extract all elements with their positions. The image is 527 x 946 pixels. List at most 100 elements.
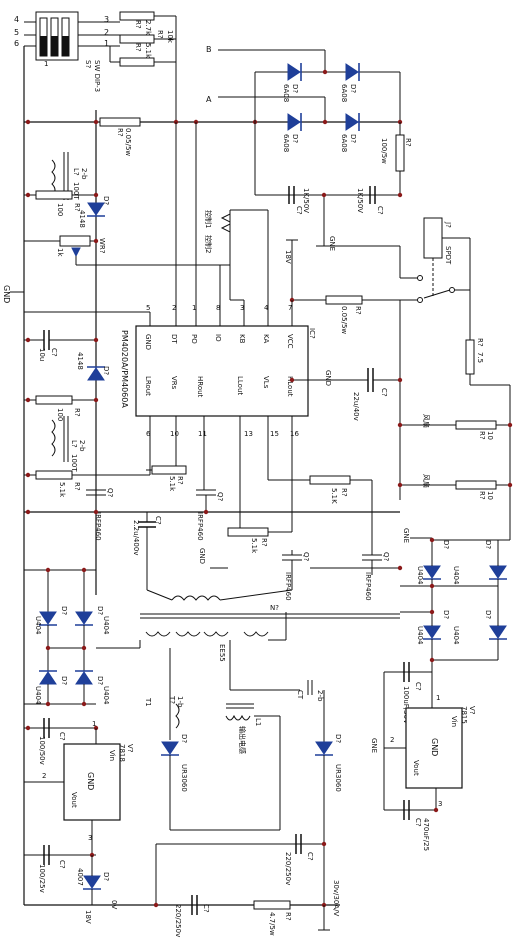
r-7-5-ref: R? <box>476 338 484 347</box>
q3-ref: Q? <box>302 552 310 562</box>
ct-right-tag: 2-b <box>316 690 324 702</box>
output-voltage-label: 30v/30A/V <box>332 880 340 916</box>
switch-pin-6: 6 <box>14 39 19 48</box>
t1-ref-b: T? <box>168 695 176 704</box>
reg-right-vout: Vout <box>412 760 420 776</box>
ic-pin-vrs: VRs <box>170 376 178 390</box>
reg-right-name: 7815 <box>460 706 468 724</box>
d-4007-ref: D? <box>102 872 110 881</box>
l-100t-b-ref: L? <box>70 440 78 448</box>
ic-pin-vls: VLs <box>262 376 270 389</box>
ic-pin-10-num: 10 <box>170 430 179 438</box>
bridge-d2-val: 6A08 <box>340 84 348 102</box>
cap-1k-2-val: 1K/50V <box>356 188 364 213</box>
fan-2-r-val: 10 <box>486 491 494 500</box>
r-005-b-ref: R? <box>354 306 362 315</box>
fan-1-r-val: 10 <box>486 431 494 440</box>
fan-1: 风扇 R? 10 <box>397 414 513 440</box>
t1-tag: 1-b <box>176 696 184 708</box>
regulator-7815: Vin GND Vout V? 7815 1 2 3 GNE <box>370 690 476 810</box>
ur3060-b-ref: D? <box>334 734 342 743</box>
r-005-val: 0.05/5w <box>124 128 132 156</box>
ic-pin-8-num: 8 <box>216 304 220 312</box>
aux-winding-top: L? 2-b 100T R? 100 D? 4148 <box>24 152 110 228</box>
dip-switch: 4 5 6 3 2 1 1 S? SW DIP-3 <box>14 11 120 92</box>
input-b: B <box>206 45 212 54</box>
r-100b-ref: R? <box>73 408 81 417</box>
d-4148b-val: 4148 <box>76 352 84 370</box>
res-top-1-ref: R? <box>134 20 142 29</box>
c-100-25v-ref: C? <box>58 860 66 869</box>
switch-ref: S? <box>84 60 92 68</box>
gnd-mid-label: GND <box>198 548 206 564</box>
ct-right: CT 2-b <box>296 680 325 742</box>
c-10u-ref: C? <box>50 348 58 357</box>
q4-ref: Q? <box>382 552 390 562</box>
r-5-1k-a-val: 5.1k <box>58 482 66 498</box>
ctrl-label-2: 控制2 <box>204 235 213 253</box>
ic-pin-16-num: 16 <box>290 430 299 438</box>
c-22u-ref: C? <box>380 388 388 397</box>
rectifier-right: GNE D? U404 D? U404 D? U404 D? U404 <box>400 528 510 690</box>
ic-pin-hlout: HLout <box>286 376 294 397</box>
l-100t-b-val: 100T <box>70 454 78 472</box>
u404-r4-val: U404 <box>452 626 460 645</box>
reg-right-p3: 3 <box>438 800 442 808</box>
u404-l2-val: U404 <box>102 616 110 635</box>
res-top-2-ref: R? <box>134 43 142 52</box>
ic-pin-vcc: VCC <box>286 334 294 349</box>
q1-ref: Q? <box>106 488 114 498</box>
ur3060-a-val: UR3060 <box>180 764 188 792</box>
fan-2-r-ref: R? <box>478 491 486 500</box>
reg-right-ref: V? <box>468 706 476 715</box>
res-top-3-val: 10k <box>166 30 174 44</box>
c-2-2u-val: 2.2u/400v <box>132 520 140 555</box>
bridge-d1-val: 6A08 <box>282 84 290 102</box>
u404-l1-ref: D? <box>60 606 68 615</box>
bridge-d3-val: 6A08 <box>282 134 290 152</box>
ic-pin-1-num: 1 <box>192 304 196 312</box>
l-top-tag: 2-b <box>80 168 88 180</box>
reg-right-vin: Vin <box>450 716 458 727</box>
c-220-b-val: 220/250v <box>174 904 182 937</box>
r-005-ref: R? <box>116 128 124 137</box>
rectifier-left: D? U404 D? U404 D? U404 D? U404 <box>24 567 141 707</box>
wr-ref: WR? <box>98 238 106 254</box>
ic-pin-po: PO <box>190 334 198 344</box>
switch-pin1-mark: 1 <box>44 60 48 68</box>
ic-ref: IC? <box>308 328 316 339</box>
gnd-left-label: GND <box>2 285 11 303</box>
zero-v-label: 0V <box>110 900 118 909</box>
c-220-a-ref: C? <box>306 852 314 861</box>
r-4-7-val: 4.7/5w <box>268 912 276 936</box>
switch-pin-5: 5 <box>14 28 19 37</box>
c-100u-50v-ref: C? <box>414 682 422 691</box>
mosfet-q1: Q? IRFP460 <box>86 475 114 541</box>
mosfet-q4: Q? IRFP460 <box>362 548 390 601</box>
u404-l4-ref: D? <box>96 676 104 685</box>
c-220-a-val: 220/250v <box>284 852 292 885</box>
bridge-rectifier: D? 6A08 D? 6A08 D? 6A08 D? 6A08 <box>254 50 403 195</box>
r-aux-top-val: 100 <box>56 203 64 216</box>
ic-pin-3-num: 3 <box>240 304 244 312</box>
c-100-50v-val: 100/50v <box>38 736 46 765</box>
r-5-1k-b-ref: R? <box>176 476 184 485</box>
current-transformer: T1 T? 1-b <box>144 648 184 740</box>
ic-pin-ka: KA <box>262 334 270 343</box>
reg-right-gnd: GND <box>430 738 439 756</box>
u404-r1-val: U404 <box>416 566 424 585</box>
res-top-1-val: 2.7k <box>144 20 152 36</box>
ic-pin-kb: KB <box>238 334 246 344</box>
t1-ref: T1 <box>144 697 152 707</box>
c-470u-ref: C? <box>414 818 422 827</box>
reg-left-name: 7818 <box>118 744 126 762</box>
c-100u-50v-val: 100uF/50V <box>402 686 410 724</box>
reg-left-p1: 1 <box>92 720 96 728</box>
input-a: A <box>206 95 212 104</box>
res-top-3-ref: R? <box>156 30 164 39</box>
ic-pin-lrout: LRout <box>144 376 152 396</box>
ic-name: PM4020A/PM4060A <box>120 330 129 408</box>
reg-left-vout: Vout <box>70 792 78 808</box>
d-4148b-ref: D? <box>102 366 110 375</box>
mosfet-q3: Q? IRFP460 <box>282 550 310 601</box>
